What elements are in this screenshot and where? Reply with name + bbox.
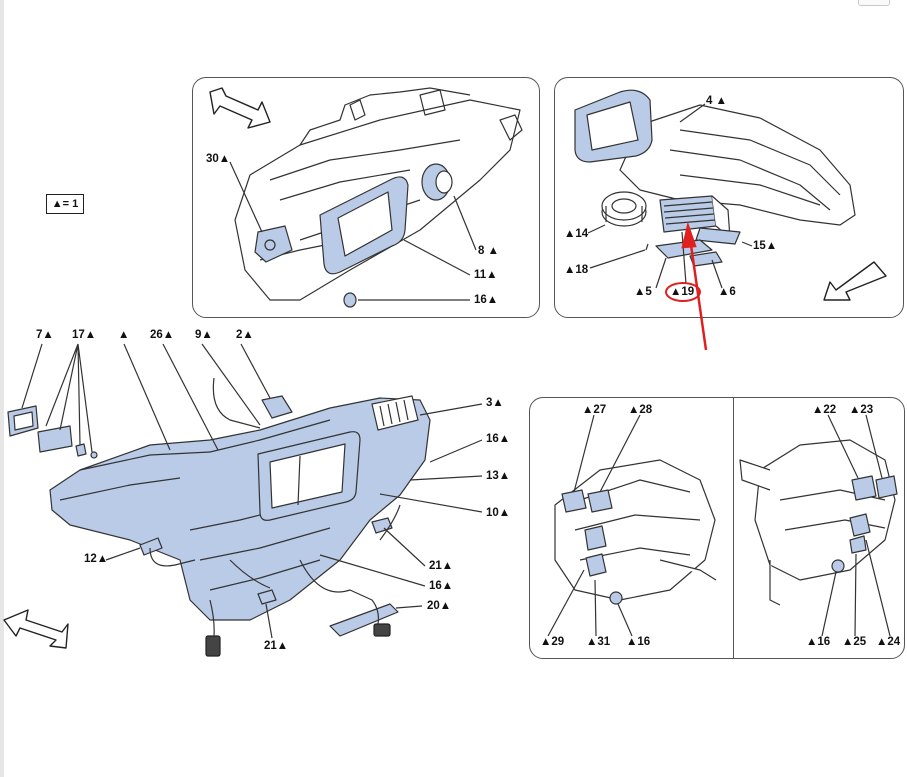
cabin-filter-19 [659,195,731,239]
label-27: ▲27 [582,404,607,416]
label-14: ▲14 [564,228,589,240]
label-16-mb: 16▲ [429,580,454,592]
grommet-16-br [831,559,845,573]
label-12: 12▲ [84,553,109,565]
highlight-circle-19 [665,282,701,302]
label-17: 17▲ [72,329,97,341]
sensor-12 [139,537,163,556]
grommet-16-bl [609,591,623,605]
label-24: ▲24 [876,636,901,648]
label-21-b: 21▲ [264,640,289,652]
label-8: 8 ▲ [478,245,499,257]
blower-housing-8 [421,163,453,201]
hvac-unit-side-view [619,104,856,226]
label-28: ▲28 [628,404,653,416]
filter-frame-11 [319,176,409,275]
label-assembly: ▲ [118,329,130,341]
label-31: ▲31 [586,636,611,648]
direction-arrow-top-left [209,87,271,129]
actuator-17 [37,425,98,459]
label-16-ma: 16▲ [486,433,511,445]
label-6: ▲6 [718,286,736,298]
actuators-27-28 [561,489,613,513]
corner-button[interactable] [858,0,890,6]
label-16-bl: ▲16 [626,636,651,648]
bracket-20 [329,603,399,637]
label-13: 13▲ [486,470,511,482]
label-15: 15▲ [753,240,778,252]
label-2: 2▲ [236,329,254,341]
label-30: 30▲ [206,153,231,165]
page-left-edge [0,0,4,777]
direction-arrow-main [3,609,69,649]
actuators-22-23 [851,475,898,501]
actuator-30 [254,225,293,263]
label-22: ▲22 [812,404,837,416]
connector [205,623,391,657]
blower-motor-14 [601,191,647,227]
gasket-5-6 [655,239,723,267]
main-hvac-assembly [49,397,431,621]
label-5: ▲5 [634,286,652,298]
panel-bottom-divider [733,397,734,659]
label-29: ▲29 [540,636,565,648]
actuator-25 [849,513,871,554]
label-9: 9▲ [195,329,213,341]
hvac-unit-front-view [739,439,896,606]
label-16-tl: 16▲ [474,294,499,306]
label-7: 7▲ [36,329,54,341]
inlet-duct [574,89,653,163]
label-23: ▲23 [849,404,874,416]
label-20: 20▲ [427,600,452,612]
label-11: 11▲ [474,269,498,281]
label-25: ▲25 [842,636,867,648]
cover-panel-15 [695,227,741,245]
direction-arrow-top-right [823,261,887,301]
label-19: ▲19 [670,286,695,298]
bracket-2 [261,395,293,419]
grommet-16 [343,292,357,308]
label-4: 4 ▲ [706,95,727,107]
sensor-21 [257,517,393,605]
label-21-a: 21▲ [429,560,454,572]
legend-box: ▲= 1 [46,194,84,214]
seal-7 [7,405,39,437]
label-26: 26▲ [150,329,175,341]
label-18: ▲18 [564,264,589,276]
filter-frame-main [257,431,361,521]
wiring-harness [149,377,401,637]
label-10: 10▲ [486,507,511,519]
label-3: 3▲ [486,397,504,409]
label-16-br: ▲16 [806,636,831,648]
actuators-29-31 [584,525,607,577]
grille-3 [371,395,419,431]
